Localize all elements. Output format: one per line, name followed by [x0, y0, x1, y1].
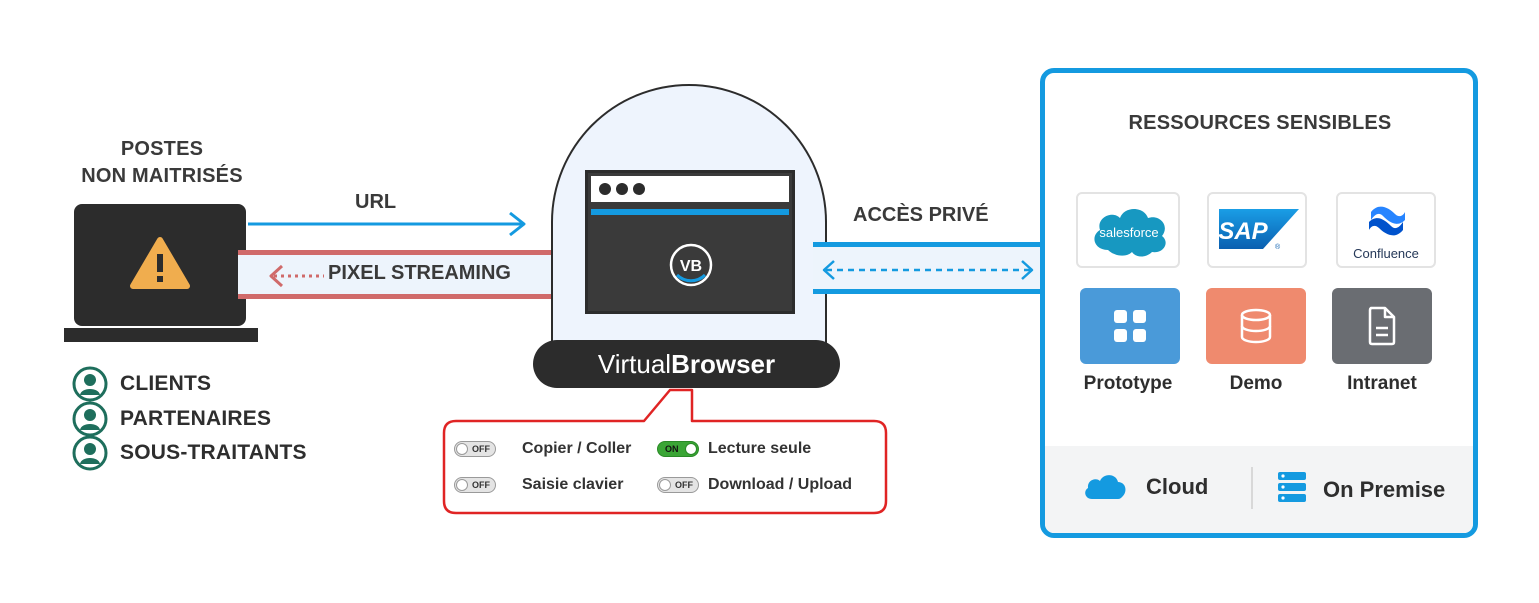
sap-logo-icon: SAP ®	[1219, 209, 1299, 251]
app-label-prototype: Prototype	[1083, 373, 1173, 394]
tile-confluence[interactable]: Confluence	[1336, 192, 1436, 268]
toggle-state: OFF	[675, 480, 693, 490]
vb-logo-text: VB	[680, 258, 702, 275]
left-heading-line1: POSTES	[120, 138, 204, 160]
toggle-lecture-seule[interactable]: ON	[657, 441, 699, 457]
tile-sap[interactable]: SAP ®	[1207, 192, 1307, 268]
toggle-state: ON	[665, 444, 679, 454]
option-lecture-seule: Lecture seule	[708, 440, 812, 457]
tile-intranet[interactable]	[1332, 288, 1432, 364]
pixel-stream-line-top	[238, 250, 568, 255]
pixel-stream-line-bottom	[238, 294, 568, 299]
window-dot-icon	[599, 183, 611, 195]
private-access-label: ACCÈS PRIVÉ	[853, 204, 989, 226]
tile-salesforce[interactable]: salesforce	[1076, 192, 1180, 268]
user-label: CLIENTS	[120, 372, 212, 395]
toggle-saisie-clavier[interactable]: OFF	[454, 477, 496, 493]
left-heading: POSTES NON MAITRISÉS	[62, 136, 262, 190]
user-icon	[72, 435, 108, 471]
toggle-copier-coller[interactable]: OFF	[454, 441, 496, 457]
brand-virtual: Virtual	[597, 349, 672, 379]
server-icon	[1278, 472, 1306, 502]
toggle-state: OFF	[472, 444, 490, 454]
brand-browser: Browser	[671, 349, 776, 379]
window-dot-icon	[633, 183, 645, 195]
private-access-line-bottom	[813, 289, 1053, 294]
confluence-icon	[1369, 206, 1405, 236]
tile-prototype[interactable]	[1080, 288, 1180, 364]
document-icon	[1368, 306, 1396, 346]
user-label: PARTENAIRES	[120, 407, 272, 430]
warning-icon	[130, 237, 190, 289]
left-heading-line2: NON MAITRISÉS	[81, 165, 243, 187]
toggle-knob	[456, 479, 468, 491]
toggle-knob	[456, 443, 468, 455]
option-saisie-clavier: Saisie clavier	[522, 476, 624, 493]
toggle-state: OFF	[472, 480, 490, 490]
user-partenaires: PARTENAIRES	[72, 401, 272, 437]
cloud-label: Cloud	[1146, 474, 1209, 499]
app-label-intranet: Intranet	[1347, 373, 1417, 394]
tile-demo[interactable]	[1206, 288, 1306, 364]
window-dot-icon	[616, 183, 628, 195]
resources-heading: RESSOURCES SENSIBLES	[1128, 112, 1392, 134]
browser-address-bar	[591, 209, 789, 215]
browser-window: VB	[585, 170, 795, 314]
toggle-download-upload[interactable]: OFF	[657, 477, 699, 493]
url-arrow	[248, 211, 526, 237]
pixel-stream-band	[238, 254, 568, 296]
user-icon	[72, 401, 108, 437]
salesforce-text: salesforce	[1099, 225, 1158, 240]
cloud-icon	[1085, 475, 1126, 499]
user-icon	[72, 366, 108, 402]
footer-divider	[1251, 467, 1253, 509]
vb-logo-icon: VB	[669, 243, 713, 287]
grid-icon	[1114, 310, 1146, 342]
toggle-knob	[685, 443, 697, 455]
pixel-stream-arrow	[269, 264, 324, 288]
browser-titlebar	[591, 176, 789, 202]
onprem-label: On Premise	[1323, 477, 1446, 502]
private-access-line-top	[813, 242, 1053, 247]
salesforce-cloud-icon: salesforce	[1094, 209, 1166, 257]
app-label-demo: Demo	[1229, 373, 1283, 394]
toggle-knob	[659, 479, 671, 491]
database-icon	[1240, 308, 1272, 344]
url-label: URL	[355, 191, 397, 213]
user-label: SOUS-TRAITANTS	[120, 441, 307, 464]
confluence-text: Confluence	[1353, 246, 1419, 261]
user-clients: CLIENTS	[72, 366, 212, 402]
user-sous-traitants: SOUS-TRAITANTS	[72, 435, 307, 471]
pixel-stream-label: PIXEL STREAMING	[328, 262, 511, 284]
private-access-arrow	[822, 260, 1034, 280]
option-download-upload: Download / Upload	[708, 476, 852, 493]
sap-text: SAP	[1219, 218, 1269, 245]
laptop-icon	[64, 204, 258, 342]
sap-mark: ®	[1275, 243, 1281, 251]
option-copier-coller: Copier / Coller	[522, 440, 632, 457]
virtual-browser-pill: VirtualBrowser	[533, 340, 840, 388]
